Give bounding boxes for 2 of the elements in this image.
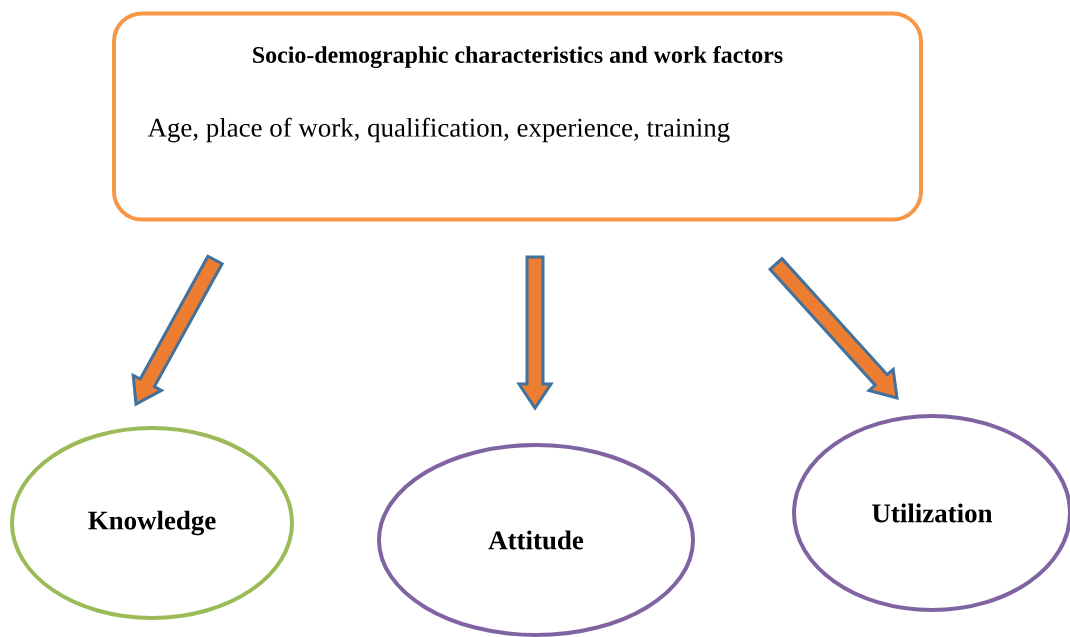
rounded-box: Socio-demographic characteristics and work factors Age, place of work, qualification, experience, training: [112, 11, 923, 222]
block-arrow: [516, 255, 554, 411]
